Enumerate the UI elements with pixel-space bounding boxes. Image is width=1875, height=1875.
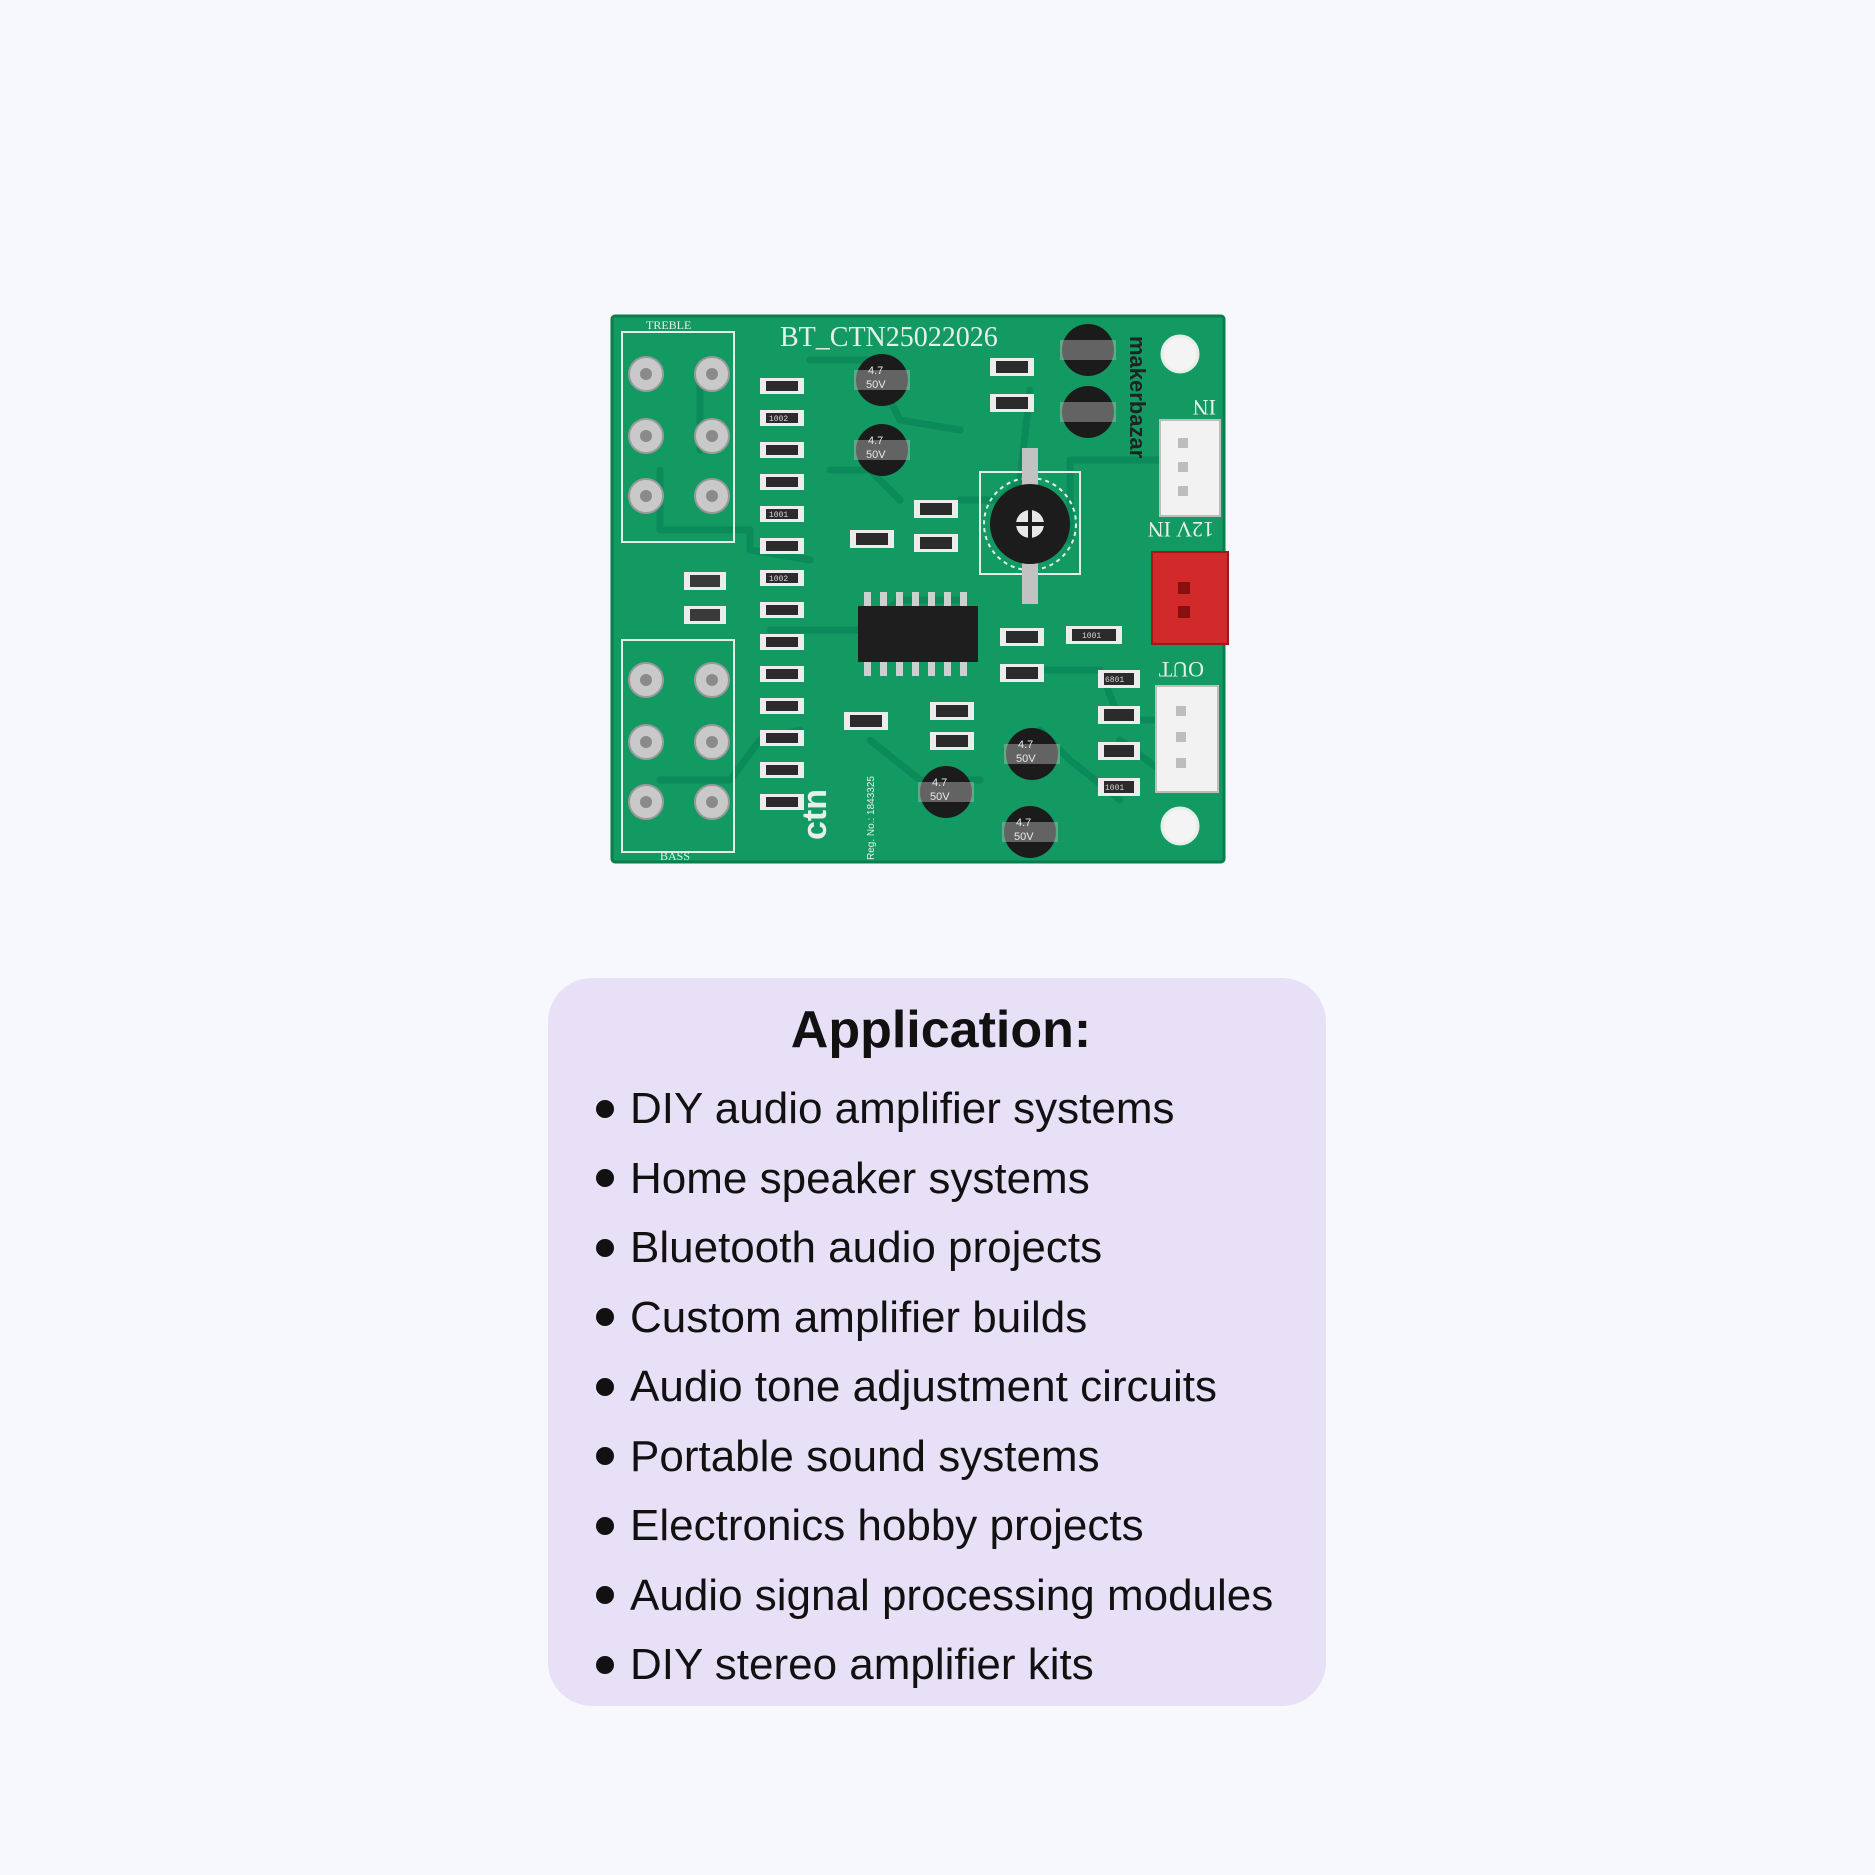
bullet-icon bbox=[596, 1655, 614, 1674]
svg-text:1001: 1001 bbox=[1082, 632, 1101, 641]
svg-text:50V: 50V bbox=[930, 791, 950, 803]
svg-text:6801: 6801 bbox=[1105, 676, 1124, 685]
list-item: DIY stereo amplifier kits bbox=[596, 1630, 1286, 1700]
svg-text:1001: 1001 bbox=[769, 511, 788, 520]
resistor-column bbox=[760, 378, 804, 810]
out-connector bbox=[1155, 685, 1219, 793]
treble-outline bbox=[621, 331, 735, 543]
bullet-icon bbox=[596, 1447, 614, 1466]
svg-text:1002: 1002 bbox=[769, 575, 788, 584]
application-card: Application: DIY audio amplifier systems… bbox=[548, 978, 1326, 1706]
bullet-icon bbox=[596, 1169, 614, 1188]
mounting-hole bbox=[1160, 334, 1200, 374]
application-title: Application: bbox=[790, 1001, 1092, 1059]
ic-chip bbox=[858, 592, 978, 676]
pcb-product-image: TREBLE BASS BT_CTN25022026 bbox=[600, 300, 1250, 880]
svg-text:50V: 50V bbox=[866, 449, 886, 461]
bass-outline bbox=[621, 639, 735, 853]
svg-text:4.7: 4.7 bbox=[868, 365, 883, 377]
bullet-icon bbox=[596, 1586, 614, 1605]
reg-number: Reg. No.: 1843325 bbox=[866, 776, 877, 860]
in-label: IN bbox=[1193, 395, 1216, 420]
power-connector bbox=[1151, 551, 1229, 645]
list-item: Audio tone adjustment circuits bbox=[596, 1352, 1286, 1422]
list-item: DIY audio amplifier systems bbox=[596, 1074, 1286, 1144]
svg-text:50V: 50V bbox=[1014, 831, 1034, 843]
power-label: 12V IN bbox=[1148, 517, 1214, 542]
application-list: DIY audio amplifier systems Home speaker… bbox=[596, 1074, 1286, 1700]
svg-text:50V: 50V bbox=[866, 379, 886, 391]
treble-label: TREBLE bbox=[646, 318, 691, 332]
svg-text:1001: 1001 bbox=[1105, 784, 1124, 793]
bullet-icon bbox=[596, 1308, 614, 1327]
out-label: OUT bbox=[1158, 657, 1204, 682]
bullet-icon bbox=[596, 1377, 614, 1396]
bullet-icon bbox=[596, 1238, 614, 1257]
list-item: Electronics hobby projects bbox=[596, 1491, 1286, 1561]
svg-text:4.7: 4.7 bbox=[1016, 817, 1031, 829]
svg-text:4.7: 4.7 bbox=[1018, 739, 1033, 751]
svg-text:1002: 1002 bbox=[769, 415, 788, 424]
list-item: Home speaker systems bbox=[596, 1144, 1286, 1214]
svg-text:4.7: 4.7 bbox=[868, 435, 883, 447]
svg-text:4.7: 4.7 bbox=[932, 777, 947, 789]
list-item: Audio signal processing modules bbox=[596, 1561, 1286, 1631]
brand-logo: makerbazar bbox=[1125, 336, 1150, 459]
list-item: Portable sound systems bbox=[596, 1422, 1286, 1492]
list-item: Custom amplifier builds bbox=[596, 1283, 1286, 1353]
ctn-logo: ctn bbox=[796, 789, 834, 840]
in-connector bbox=[1159, 419, 1221, 517]
bass-label: BASS bbox=[660, 849, 690, 863]
list-item: Bluetooth audio projects bbox=[596, 1213, 1286, 1283]
model-label: BT_CTN25022026 bbox=[780, 322, 998, 353]
bullet-icon bbox=[596, 1099, 614, 1118]
mounting-hole bbox=[1160, 806, 1200, 846]
electrolytic-caps bbox=[854, 324, 1116, 858]
svg-text:50V: 50V bbox=[1016, 753, 1036, 765]
treble-pads bbox=[628, 356, 730, 514]
bullet-icon bbox=[596, 1516, 614, 1535]
